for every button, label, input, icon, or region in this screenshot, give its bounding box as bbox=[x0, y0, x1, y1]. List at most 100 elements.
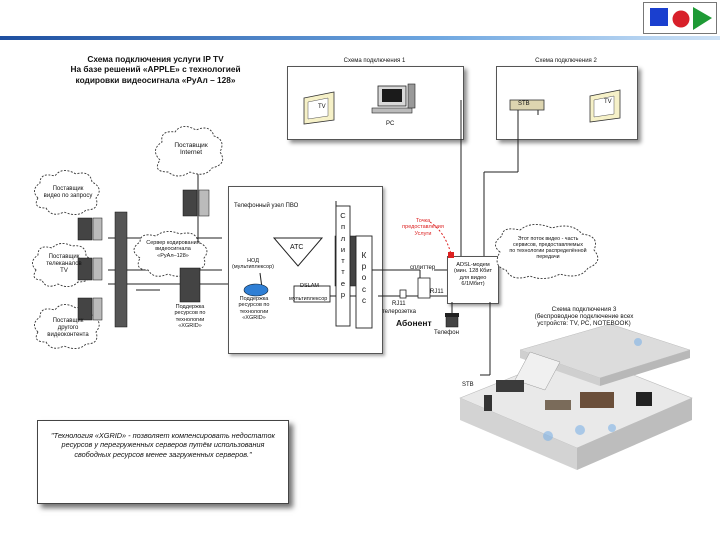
variant3-line: устройств: TV, PC, NOTEBOOK) bbox=[537, 320, 631, 328]
telephone-icon bbox=[445, 313, 459, 328]
splitter-column-text: С п л и т т е р bbox=[336, 210, 350, 300]
variant3-line: (беспроводное подключение всех bbox=[534, 313, 634, 321]
column-letter: и bbox=[340, 244, 346, 254]
cloud-text: Сервер кодирования bbox=[146, 240, 200, 246]
cloud-text: Internet bbox=[179, 149, 203, 157]
nod-label-line: НОД bbox=[247, 258, 259, 264]
service-point-line: предоставления bbox=[402, 224, 444, 231]
column-letter: л bbox=[340, 233, 346, 243]
cloud-tv-label: Поставщик телеканалов TV bbox=[36, 254, 92, 275]
router-icon bbox=[243, 283, 269, 297]
adsl-modem-label: ADSL-модем (мин. 128 Кбит для видео 6/1М… bbox=[448, 262, 498, 288]
cloud-text: TV bbox=[60, 267, 68, 274]
variant2-label: Схема подключения 2 bbox=[535, 58, 597, 64]
subscriber-label: Абонент bbox=[396, 318, 432, 328]
adsl-modem-box bbox=[447, 256, 499, 304]
cloud-text: передачи bbox=[536, 254, 560, 261]
column-letter: с bbox=[362, 284, 366, 294]
cloud-text: телеканалов bbox=[46, 260, 82, 267]
telephone-label: Телефон bbox=[434, 330, 459, 336]
corner-logo bbox=[643, 2, 717, 34]
resource-support-line: «XGRID» bbox=[178, 322, 202, 329]
modem-line: ADSL-модем bbox=[456, 262, 490, 268]
cloud-vod-label: Поставщик видео по запросу bbox=[38, 186, 98, 200]
diagram-title: Схема подключения услуги IP TV На базе р… bbox=[38, 54, 273, 85]
title-line-3: кодировки видеосигнала «РуАл – 128» bbox=[75, 74, 236, 85]
variant1-label: Схема подключения 1 bbox=[343, 58, 406, 64]
resource-support-line: ресурсов по bbox=[238, 302, 270, 309]
variant2-tv-label: TV bbox=[604, 99, 612, 105]
server-icon bbox=[77, 297, 103, 321]
cloud-text: «РуАл–128» bbox=[157, 252, 189, 259]
logo-shapes-icon bbox=[650, 7, 712, 30]
wireless-room-illustration bbox=[459, 323, 693, 470]
cross-column-text: К р о с с bbox=[356, 250, 372, 306]
cloud-text: Поставщик bbox=[52, 186, 84, 192]
server-icon bbox=[77, 257, 103, 281]
cloud-text: по технологии распределённой bbox=[509, 248, 587, 255]
server-icon bbox=[77, 217, 103, 241]
cloud-text: Поставщик bbox=[52, 318, 84, 324]
rj11-socket-icon bbox=[399, 289, 407, 299]
resource-support-2-label: Поддержка ресурсов по технологии «XGRID» bbox=[166, 304, 214, 329]
switch-rack-icon bbox=[114, 211, 128, 328]
cloud-video-note-label: Этот поток видео - часть сервисов, предо… bbox=[500, 236, 596, 260]
modem-line: 6/1Мбит) bbox=[461, 281, 485, 288]
resource-support-line: Поддержка bbox=[239, 296, 269, 302]
nod-label-line: (мультиплексор) bbox=[231, 264, 274, 271]
resource-support-line: технологии bbox=[239, 308, 269, 315]
ats-label: АТС bbox=[290, 244, 304, 251]
column-letter: с bbox=[362, 295, 366, 305]
cloud-encoder bbox=[133, 231, 208, 277]
variant1-box bbox=[287, 66, 464, 140]
cloud-other-label: Поставщик другого видеоконтента bbox=[38, 318, 98, 339]
phone-network-label: Телефонный узел ПВО bbox=[234, 203, 299, 209]
service-point-label: Точка предоставления Услуги bbox=[396, 218, 450, 237]
stb-icon bbox=[509, 99, 545, 111]
cloud-text: Этот поток видео - часть bbox=[517, 236, 579, 242]
pc-icon bbox=[371, 83, 416, 114]
dslam-label: DSLAM bbox=[300, 283, 319, 289]
title-line-2: На базе решений «APPLE» с технологией bbox=[70, 64, 241, 75]
splitter-label: сплиттер bbox=[410, 265, 436, 271]
cloud-text: видеосигнала bbox=[155, 246, 191, 253]
resource-support-line: «XGRID» bbox=[242, 314, 266, 321]
service-point-line: Точка bbox=[415, 218, 431, 224]
tv-icon bbox=[303, 91, 335, 125]
cloud-text: сервисов, предоставляемых bbox=[512, 242, 584, 249]
header-accent-line bbox=[0, 36, 720, 40]
resource-support-line: Поддержка bbox=[175, 304, 205, 310]
resource-support-line: технологии bbox=[175, 316, 205, 323]
cloud-internet bbox=[155, 126, 224, 177]
variant1-tv-label: TV bbox=[318, 104, 326, 110]
multiplexer-label: мультиплексор bbox=[289, 296, 328, 302]
resource-support-line: ресурсов по bbox=[174, 310, 206, 317]
cross-column bbox=[355, 235, 373, 329]
rj11-label: RJ11 bbox=[392, 301, 406, 307]
splitter-box bbox=[417, 277, 431, 299]
cloud-text: Поставщик bbox=[174, 142, 208, 149]
server-racks bbox=[77, 189, 358, 328]
server-icon bbox=[179, 267, 201, 303]
room-stb-label: STB bbox=[462, 382, 474, 388]
cloud-text: Поставщик bbox=[48, 254, 80, 260]
xgrid-note-text: "Технология «XGRID» - позволяет компенси… bbox=[51, 431, 275, 459]
dslam-box bbox=[293, 285, 331, 303]
phone-socket-label: телерозетка bbox=[382, 309, 416, 315]
title-line-1: Схема подключения услуги IP TV bbox=[87, 54, 224, 64]
xgrid-note-box: "Технология «XGRID» - позволяет компенси… bbox=[37, 420, 289, 504]
column-letter: п bbox=[340, 222, 346, 232]
rj11-label: RJ11 bbox=[430, 289, 444, 295]
server-icon bbox=[182, 189, 210, 217]
column-letter: о bbox=[361, 273, 367, 283]
modem-line: (мин. 128 Кбит bbox=[453, 268, 493, 275]
variant3-line: Схема подключения 3 bbox=[551, 306, 617, 313]
service-point-marker bbox=[448, 252, 454, 258]
cloud-vod bbox=[34, 170, 100, 215]
cloud-text: видеоконтента bbox=[47, 331, 89, 338]
cloud-encoder-label: Сервер кодирования видеосигнала «РуАл–12… bbox=[138, 240, 208, 259]
column-letter: К bbox=[361, 251, 367, 260]
modem-line: для видео bbox=[459, 274, 487, 281]
resource-support-1-label: Поддержка ресурсов по технологии «XGRID» bbox=[230, 296, 278, 321]
